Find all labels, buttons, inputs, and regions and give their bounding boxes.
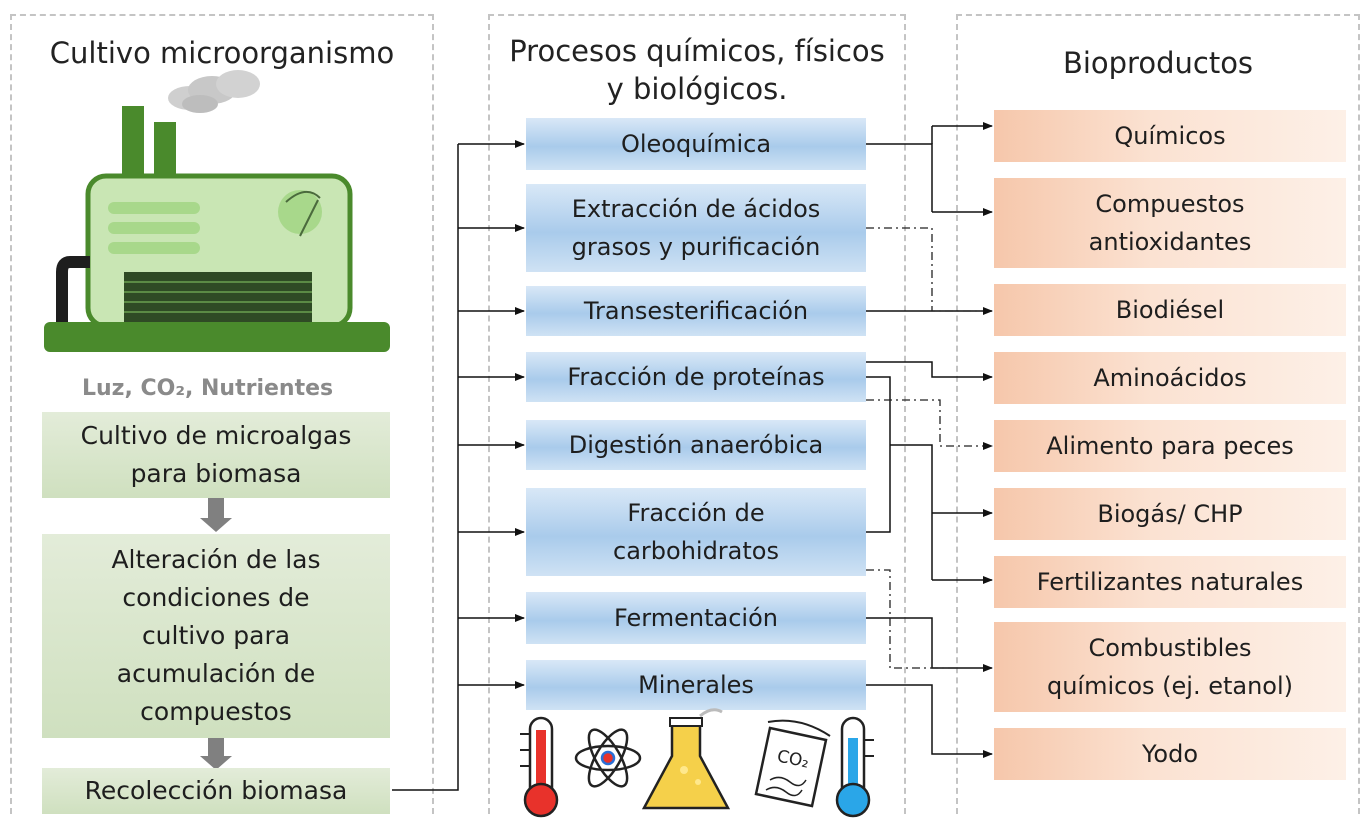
process-transesterification: Transesterificación xyxy=(526,286,866,336)
step-alteration-box: Alteración de las condiciones de cultivo… xyxy=(42,534,390,738)
process-fatty-acid-line2: grasos y purificación xyxy=(571,233,821,261)
process-carbohydrate-line1: Fracción de xyxy=(627,499,765,527)
product-fuels: Combustibles químicos (ej. etanol) xyxy=(994,622,1346,712)
inputs-label: Luz, CO₂, Nutrientes xyxy=(82,376,334,401)
product-fertilizers-label: Fertilizantes naturales xyxy=(1036,568,1304,596)
process-oleochemistry-label: Oleoquímica xyxy=(620,130,772,158)
product-amino-acids-label: Aminoácidos xyxy=(1093,364,1247,392)
step-alteration-line1: Alteración de las xyxy=(111,545,321,574)
product-biodiesel: Biodiésel xyxy=(994,284,1346,336)
product-iodine: Yodo xyxy=(994,728,1346,780)
product-antioxidants-line2: antioxidantes xyxy=(1088,228,1252,256)
process-protein-fraction-label: Fracción de proteínas xyxy=(567,363,825,391)
step-harvest-box: Recolección biomasa xyxy=(42,768,390,814)
process-oleochemistry: Oleoquímica xyxy=(526,118,866,170)
process-anaerobic-digestion-label: Digestión anaeróbica xyxy=(568,431,824,459)
process-fatty-acid-line1: Extracción de ácidos xyxy=(571,195,821,223)
process-anaerobic-digestion: Digestión anaeróbica xyxy=(526,420,866,470)
right-column-title: Bioproductos xyxy=(1062,46,1254,80)
product-fuels-line1: Combustibles xyxy=(1088,634,1252,662)
step-alteration-line4: acumulación de xyxy=(116,659,316,688)
step-alteration-line2: condiciones de xyxy=(122,583,310,612)
product-chemicals-label: Químicos xyxy=(1114,122,1226,150)
product-amino-acids: Aminoácidos xyxy=(994,352,1346,404)
product-fertilizers: Fertilizantes naturales xyxy=(994,556,1346,608)
product-fuels-line2: químicos (ej. etanol) xyxy=(1046,672,1294,700)
process-carbohydrate-line2: carbohidratos xyxy=(613,537,779,565)
middle-column-title: Procesos químicos, físicos y biológicos. xyxy=(490,32,904,108)
step-cultivation-line2: para biomasa xyxy=(130,459,302,488)
process-minerals-label: Minerales xyxy=(638,671,754,699)
middle-title-line2: y biológicos. xyxy=(606,72,788,106)
process-protein-fraction: Fracción de proteínas xyxy=(526,352,866,402)
product-biodiesel-label: Biodiésel xyxy=(1115,296,1225,324)
process-minerals: Minerales xyxy=(526,660,866,710)
step-alteration-line5: compuestos xyxy=(140,697,292,726)
product-fish-feed: Alimento para peces xyxy=(994,420,1346,472)
middle-title-line1: Procesos químicos, físicos xyxy=(509,34,885,68)
product-fish-feed-label: Alimento para peces xyxy=(1046,432,1294,460)
product-biogas: Biogás/ CHP xyxy=(994,488,1346,540)
step-cultivation-line1: Cultivo de microalgas xyxy=(80,421,352,450)
process-transesterification-label: Transesterificación xyxy=(583,297,809,325)
product-antioxidants-line1: Compuestos xyxy=(1095,190,1245,218)
product-biogas-label: Biogás/ CHP xyxy=(1097,500,1243,528)
process-fermentation: Fermentación xyxy=(526,592,866,644)
process-carbohydrate-fraction: Fracción de carbohidratos xyxy=(526,488,866,576)
left-column-title: Cultivo microorganismo xyxy=(49,36,395,70)
product-chemicals: Químicos xyxy=(994,110,1346,162)
step-alteration-line3: cultivo para xyxy=(141,621,291,650)
product-iodine-label: Yodo xyxy=(1141,740,1199,768)
step-cultivation-box: Cultivo de microalgas para biomasa xyxy=(42,412,390,498)
process-fatty-acid-extraction: Extracción de ácidos grasos y purificaci… xyxy=(526,184,866,272)
process-fermentation-label: Fermentación xyxy=(614,604,778,632)
product-antioxidants: Compuestos antioxidantes xyxy=(994,178,1346,268)
